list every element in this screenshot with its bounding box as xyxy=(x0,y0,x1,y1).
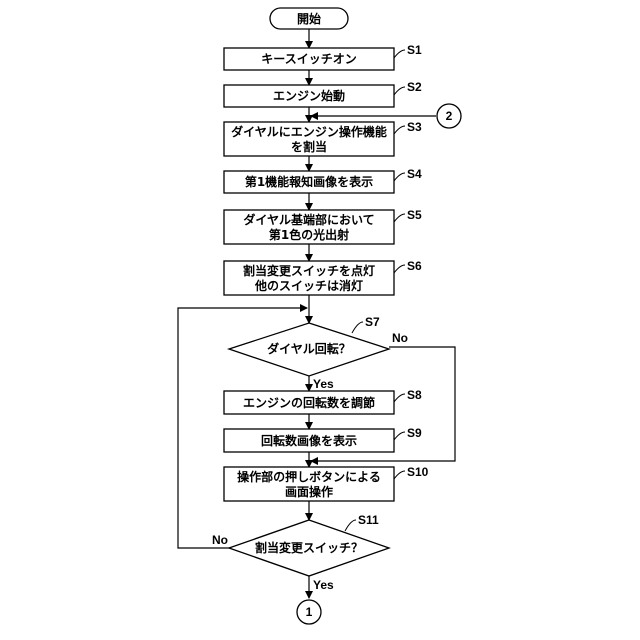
step-s10-text-line2: 画面操作 xyxy=(285,484,333,499)
tag-s1: S1 xyxy=(407,43,422,57)
decision-s11: 割当変更スイッチ？ xyxy=(229,520,389,576)
step-s9-box: 回転数画像を表示 xyxy=(224,429,394,452)
step-s10-box: 操作部の押しボタンによる 画面操作 xyxy=(224,467,394,501)
connector-exit-label: 1 xyxy=(306,605,313,619)
step-s6-box: 割当変更スイッチを点灯 他のスイッチは消灯 xyxy=(224,261,394,295)
step-s2-text: エンジン始動 xyxy=(273,88,345,103)
step-s2-box: エンジン始動 xyxy=(224,85,394,107)
step-s1-box: キースイッチオン xyxy=(224,48,394,70)
decision-s11-text: 割当変更スイッチ？ xyxy=(255,540,363,555)
tag-s9: S9 xyxy=(407,426,422,440)
step-s3-box: ダイヤルにエンジン操作機能 を割当 xyxy=(224,122,394,156)
tag-s7: S7 xyxy=(365,315,380,329)
step-s6-text-line1: 割当変更スイッチを点灯 xyxy=(243,263,375,278)
connector-entry-label: 2 xyxy=(446,109,453,123)
step-s10-text-line1: 操作部の押しボタンによる xyxy=(237,469,381,484)
step-s4-box: 第1機能報知画像を表示 xyxy=(224,171,394,193)
tag-s3: S3 xyxy=(407,120,422,134)
decision-s7-text: ダイヤル回転？ xyxy=(267,341,351,356)
step-s1-text: キースイッチオン xyxy=(261,52,356,66)
flow-lines xyxy=(178,29,455,598)
step-s5-box: ダイヤル基端部において 第1色の光出射 xyxy=(224,210,394,244)
s7-no-label: No xyxy=(392,331,408,345)
tag-s2: S2 xyxy=(407,80,422,94)
s11-yes-label: Yes xyxy=(313,578,334,592)
s11-no-label: No xyxy=(212,533,228,547)
connector-exit: 1 xyxy=(297,600,321,624)
decision-s7: ダイヤル回転？ xyxy=(229,323,389,376)
tag-s8: S8 xyxy=(407,388,422,402)
step-s3-text-line2: を割当 xyxy=(291,139,327,154)
step-s3-text-line1: ダイヤルにエンジン操作機能 xyxy=(231,124,387,139)
step-s4-text: 第1機能報知画像を表示 xyxy=(245,174,373,189)
step-s8-text: エンジンの回転数を調節 xyxy=(243,395,375,410)
tag-s11: S11 xyxy=(358,513,379,527)
start-label: 開始 xyxy=(297,11,321,26)
tag-s10: S10 xyxy=(407,465,429,479)
tag-s4: S4 xyxy=(407,167,422,181)
step-s6-text-line2: 他のスイッチは消灯 xyxy=(254,278,363,293)
step-s5-text-line2: 第1色の光出射 xyxy=(269,227,349,242)
s7-yes-label: Yes xyxy=(313,377,334,391)
connector-entry: 2 xyxy=(437,104,461,128)
step-s5-text-line1: ダイヤル基端部において xyxy=(243,212,374,227)
tag-s6: S6 xyxy=(407,259,422,273)
step-s8-box: エンジンの回転数を調節 xyxy=(224,391,394,414)
start-terminal: 開始 xyxy=(270,8,348,29)
step-s9-text: 回転数画像を表示 xyxy=(261,433,357,448)
tag-s5: S5 xyxy=(407,208,422,222)
